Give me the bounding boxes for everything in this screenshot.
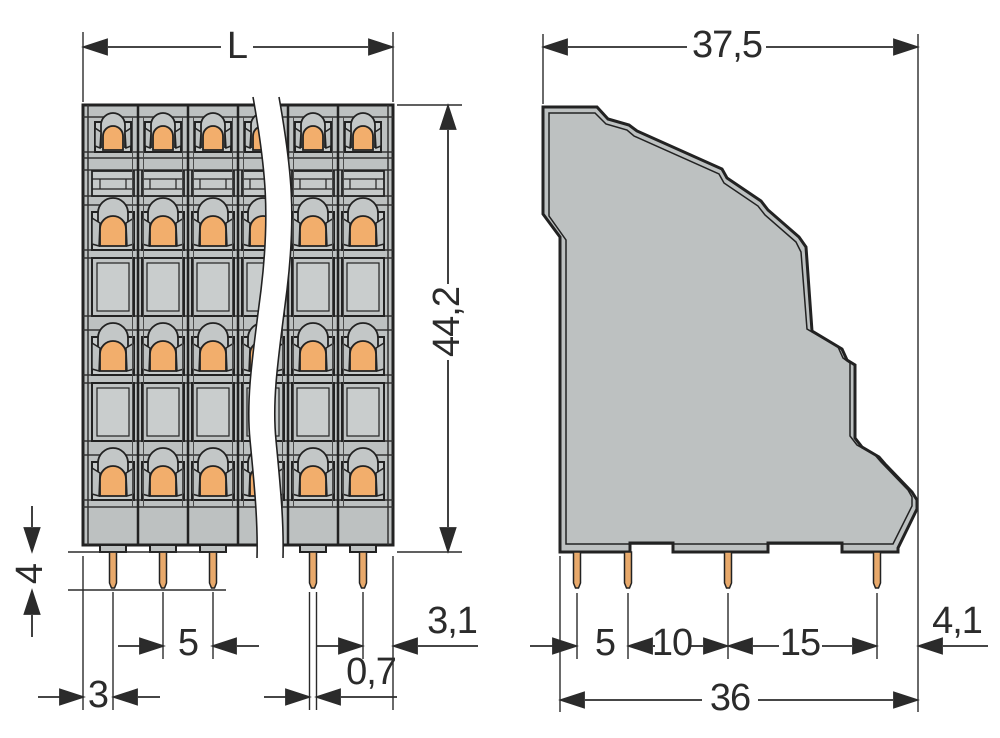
dim-label-overall-width-front: L (226, 25, 248, 67)
push-button-small (102, 125, 124, 151)
push-button (199, 215, 227, 247)
dim-label-edge-to-first-pin: 3 (87, 674, 109, 716)
side-profile (541, 105, 919, 554)
dim-label-overall-depth-side: 37,5 (692, 24, 763, 66)
dimension-5-front (118, 637, 259, 655)
extension-lines (68, 32, 919, 712)
dim-label-pin-length: 4 (9, 563, 51, 585)
wire-entry-slot (291, 170, 335, 197)
push-button (299, 340, 327, 372)
dimension-5-10-15-side (530, 637, 877, 655)
dim-label-footprint-depth: 36 (709, 677, 751, 719)
push-button (199, 465, 227, 497)
push-button-small (352, 125, 374, 151)
dimension-3 (38, 688, 160, 706)
push-button (99, 465, 127, 497)
dimension-lines (23, 38, 988, 709)
push-button-small (202, 125, 224, 151)
push-button (299, 215, 327, 247)
terminal-column (291, 112, 335, 501)
solder-pin (723, 551, 733, 589)
side-view-drawing (541, 105, 919, 589)
dimension-44-2 (439, 105, 457, 552)
wire-entry-slot (91, 170, 135, 197)
dim-label-overall-height: 44,2 (426, 287, 468, 357)
dimension-36 (560, 691, 918, 709)
wire-entry-slot (141, 170, 185, 197)
front-pins (108, 551, 368, 589)
dim-label-last-pin-to-edge-side: 4,1 (932, 600, 983, 642)
push-button-small (302, 125, 324, 151)
dim-label-pin-spacing-1: 5 (594, 622, 616, 664)
solder-pin (158, 551, 168, 589)
dim-label-pin-spacing-3: 15 (779, 622, 821, 664)
push-button (349, 465, 377, 497)
break-symbol (247, 96, 293, 559)
push-button (349, 340, 377, 372)
push-button (349, 215, 377, 247)
wire-entry-slot (341, 170, 385, 197)
terminal-column (191, 112, 235, 501)
dim-label-pin-pitch-front: 5 (177, 622, 199, 664)
dimension-3-1 (317, 637, 478, 655)
solder-pin (308, 551, 318, 589)
push-button (199, 340, 227, 372)
solder-pin (623, 551, 633, 589)
dim-label-pin-width: 0,7 (346, 651, 397, 693)
terminal-column (141, 112, 185, 501)
push-button (99, 215, 127, 247)
side-profile-inner-wall (548, 112, 913, 545)
wire-entry-slot (191, 170, 235, 197)
push-button (149, 465, 177, 497)
dimension-4-1 (918, 637, 988, 655)
solder-pin (572, 551, 582, 589)
side-pins (572, 551, 882, 589)
push-button (99, 340, 127, 372)
push-button (149, 215, 177, 247)
dimension-37-5 (543, 38, 918, 56)
solder-pin (208, 551, 218, 589)
dim-label-pin-spacing-2: 10 (651, 622, 693, 664)
solder-pin (358, 551, 368, 589)
terminal-column (341, 112, 385, 501)
dim-label-last-pin-to-edge-front: 3,1 (427, 600, 478, 642)
dimension-4 (23, 506, 41, 637)
solder-pin (108, 551, 118, 589)
solder-pin (872, 551, 882, 589)
push-button (149, 340, 177, 372)
dimension-L (83, 38, 393, 56)
front-view-drawing (81, 96, 395, 589)
terminal-column (91, 112, 135, 501)
front-column-dividers (132, 105, 344, 545)
push-button (299, 465, 327, 497)
push-button-small (152, 125, 174, 151)
dimension-0-7 (264, 688, 397, 706)
